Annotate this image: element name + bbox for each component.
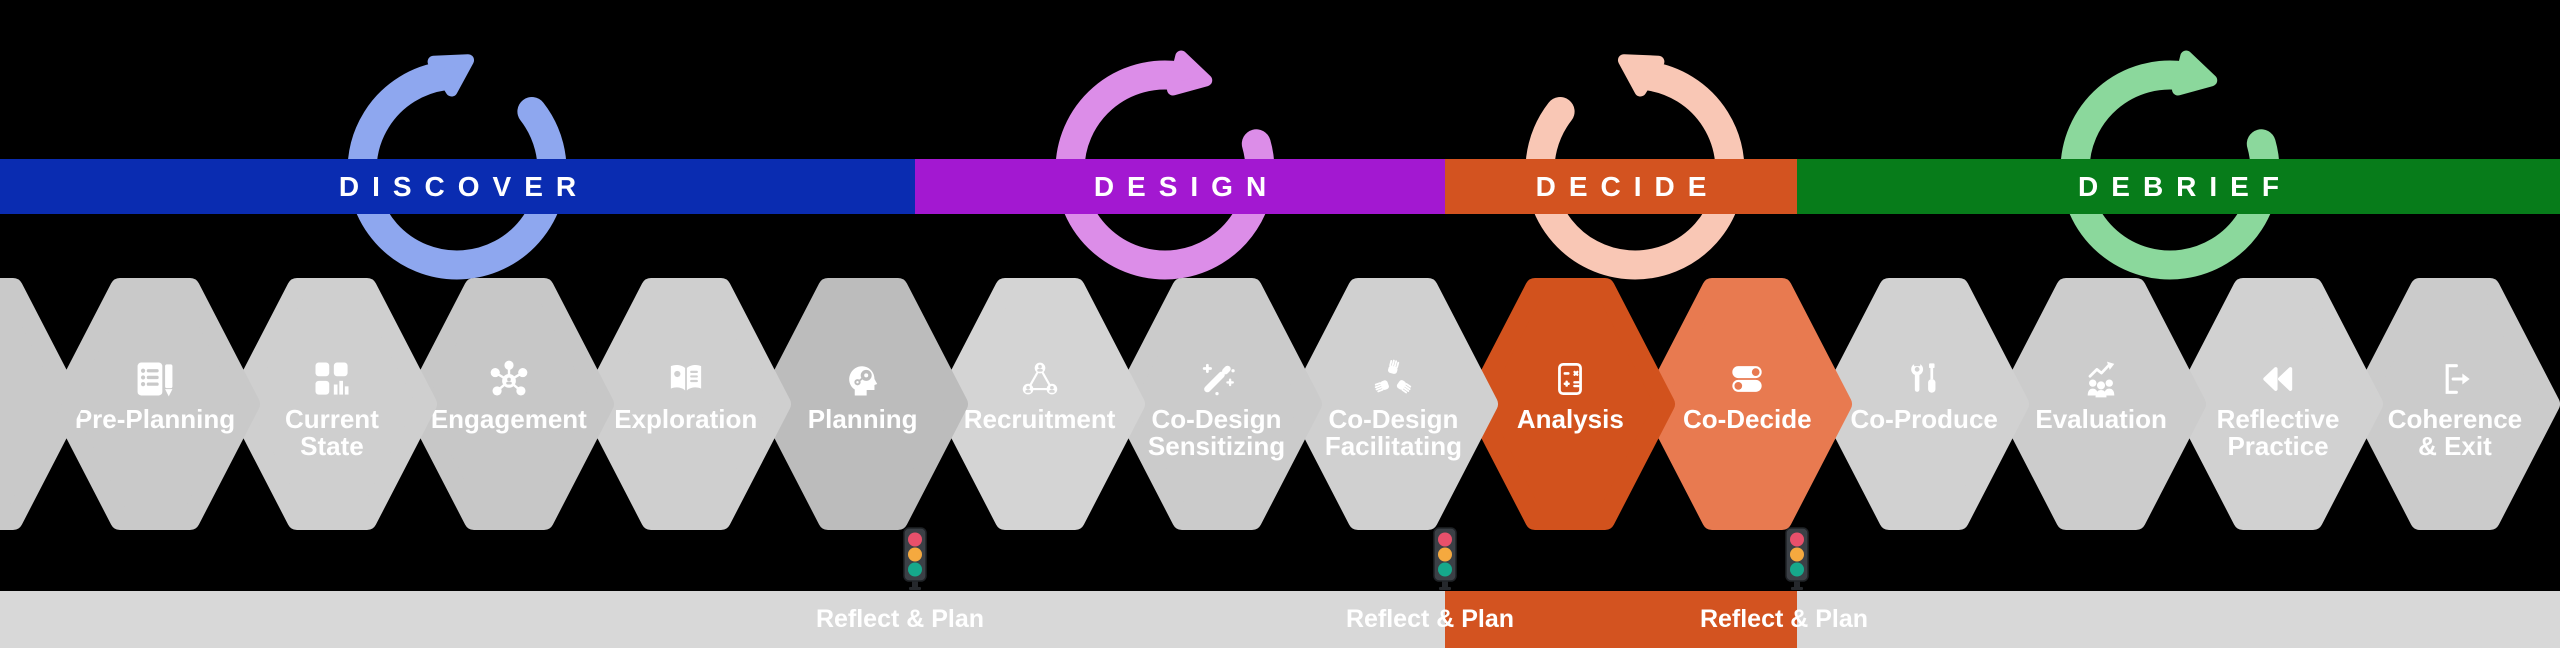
stage-arrow-engagement: Engagement	[359, 278, 659, 530]
clipboard-pencil-icon	[133, 356, 177, 402]
stage-label-line: Co-Design	[1151, 404, 1282, 434]
stage-label-line: Recruitment	[963, 404, 1116, 434]
hands-icon	[1371, 356, 1415, 402]
stage-content: Coherence& Exit	[2305, 278, 2560, 530]
reflect-plan-bar	[0, 591, 2560, 648]
calculator-icon	[1548, 356, 1592, 402]
stage-content: Engagement	[359, 278, 659, 530]
stage-label-line: Evaluation	[2035, 404, 2167, 434]
stage-label-line: Facilitating	[1324, 431, 1463, 461]
stage-content: Co-Decide	[1597, 278, 1897, 530]
phase-title: DEBRIEF	[2078, 170, 2292, 202]
grid-chart-icon	[310, 356, 354, 402]
stage-label-line: Sensitizing	[1147, 431, 1286, 461]
design-cycle-arrow-icon	[1045, 50, 1285, 290]
stage-content: Co-Produce	[1774, 278, 2074, 530]
phase-title: DESIGN	[1093, 170, 1280, 202]
stage-label-line: Reflective	[2216, 404, 2340, 434]
stage-label: Co-Decide	[1683, 406, 1812, 433]
head-gears-icon	[841, 356, 885, 402]
phase-segment-debrief: DEBRIEF	[1797, 159, 2560, 214]
team-triangle-icon	[1018, 356, 1062, 402]
stage-content: Planning	[713, 278, 1013, 530]
stage-label: Recruitment	[964, 406, 1116, 433]
tools-icon	[1902, 356, 1946, 402]
stage-arrow-pre-planning: Pre-Planning	[5, 278, 305, 530]
reflect-plan-text: Reflect & Plan	[1699, 605, 1869, 633]
stage-label: Co-Produce	[1851, 406, 1998, 433]
open-book-icon	[664, 356, 708, 402]
reflect-plan-text: Reflect & Plan	[1345, 605, 1515, 633]
stage-label-line: & Exit	[2418, 431, 2492, 461]
stage-label: Evaluation	[2035, 406, 2166, 433]
people-chart-icon	[2079, 356, 2123, 402]
reflect-plan-label: Reflect & Plan	[1346, 591, 1514, 648]
network-people-icon	[487, 356, 531, 402]
stage-arrow-analysis: Analysis	[1420, 278, 1720, 530]
stage-label-line: Pre-Planning	[74, 404, 236, 434]
reflect-plan-label: Reflect & Plan	[1700, 591, 1868, 648]
stage-label: Exploration	[614, 406, 757, 433]
phase-band: DISCOVER DESIGN DECIDE DEBRIEF	[0, 159, 2560, 214]
stage-label-line: Analysis	[1516, 404, 1624, 434]
phase-segment-design: DESIGN	[915, 159, 1445, 214]
phase-title: DISCOVER	[338, 170, 590, 202]
phase-title: DECIDE	[1535, 170, 1720, 202]
stage-label-line: Co-Produce	[1850, 404, 1998, 434]
stage-content: Analysis	[1420, 278, 1720, 530]
stage-content: Exploration	[536, 278, 836, 530]
stage-label-line: Practice	[2227, 431, 2329, 461]
stage-arrow-coherence-exit: Coherence& Exit	[2305, 278, 2560, 530]
traffic-light-icon	[900, 527, 930, 591]
stage-content: Evaluation	[1951, 278, 2251, 530]
stage-label-line: Planning	[807, 404, 918, 434]
phase-segment-decide: DECIDE	[1445, 159, 1797, 214]
stage-label: Coherence& Exit	[2388, 406, 2522, 460]
traffic-light-icon	[1782, 527, 1812, 591]
toggles-icon	[1725, 356, 1769, 402]
stage-label-line: Engagement	[430, 404, 587, 434]
reflect-plan-text: Reflect & Plan	[815, 605, 985, 633]
stage-label-line: Current	[284, 404, 379, 434]
arrow-tail-shape	[0, 278, 128, 530]
stage-label: Planning	[808, 406, 918, 433]
reflect-plan-label: Reflect & Plan	[816, 591, 984, 648]
phase-segment-discover: DISCOVER	[0, 159, 915, 214]
stage-label: Pre-Planning	[75, 406, 235, 433]
stage-label-line: State	[300, 431, 364, 461]
stage-label-line: Co-Design	[1328, 404, 1459, 434]
stage-label-line: Exploration	[614, 404, 758, 434]
stage-label: Engagement	[431, 406, 587, 433]
stage-content: Pre-Planning	[5, 278, 305, 530]
exit-icon	[2433, 356, 2477, 402]
magic-wand-icon	[1195, 356, 1239, 402]
traffic-light-icon	[1430, 527, 1460, 591]
rewind-icon	[2256, 356, 2300, 402]
stage-content: Recruitment	[890, 278, 1190, 530]
debrief-cycle-arrow-icon	[2050, 50, 2290, 290]
stage-label: Analysis	[1517, 406, 1624, 433]
stage-label-line: Co-Decide	[1682, 404, 1812, 434]
stage-label-line: Coherence	[2387, 404, 2523, 434]
reflect-plan-bar-decide-segment	[1445, 591, 1797, 648]
